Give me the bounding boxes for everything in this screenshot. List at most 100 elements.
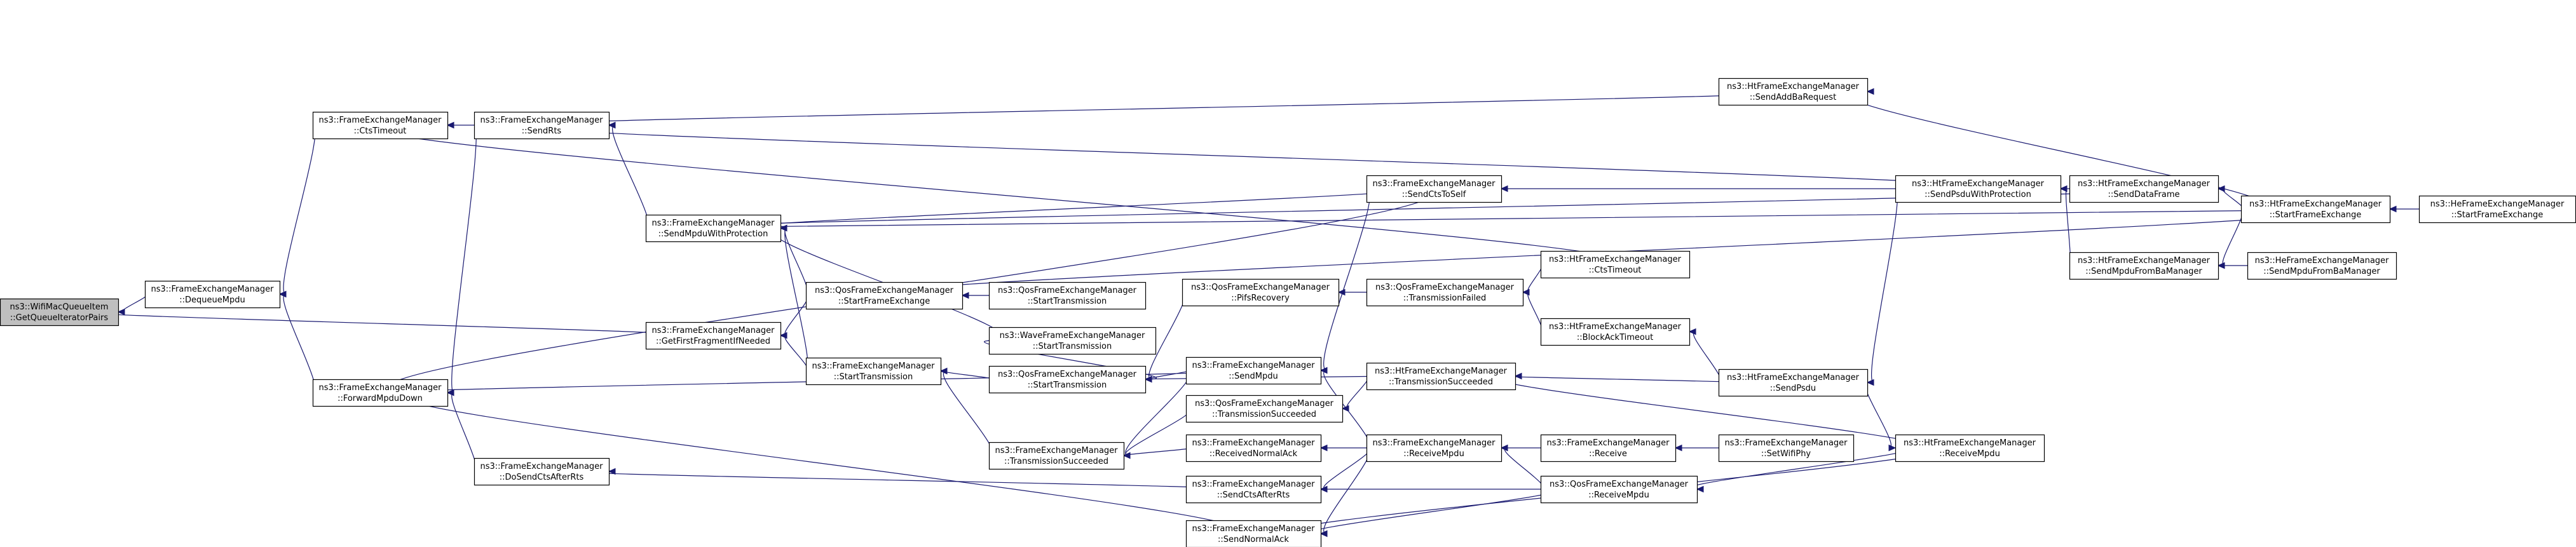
node-class-label: ns3::QosFrameExchangeManager <box>998 286 1137 295</box>
node-box <box>1895 434 2045 463</box>
edge-line <box>451 125 477 393</box>
node-htSendPsdu[interactable]: ns3::HtFrameExchangeManager::SendPsdu <box>1718 368 1869 397</box>
edge-line <box>1865 382 1891 449</box>
node-root[interactable]: ns3::WifiMacQueueItem::GetQueueIteratorP… <box>0 298 119 327</box>
edge-line <box>1125 447 1191 456</box>
node-class-label: ns3::QosFrameExchangeManager <box>815 286 954 295</box>
edge-line <box>784 227 808 372</box>
node-sendCtsToSelf[interactable]: ns3::FrameExchangeManager::SendCtsToSelf <box>1366 175 1503 203</box>
edge-htSendMpduBa-to-htSendPsduProt <box>2059 185 2071 266</box>
node-waveStartTrans[interactable]: ns3::WaveFrameExchangeManager::StartTran… <box>988 327 1157 355</box>
edge-htSendPsdu-to-htRecvMpdu <box>1865 382 1897 452</box>
node-box <box>805 357 942 386</box>
edge-line <box>451 392 477 472</box>
edge-arrowhead <box>608 468 616 475</box>
node-box <box>645 321 782 350</box>
node-class-label: ns3::FrameExchangeManager <box>1192 361 1315 370</box>
edge-line <box>2222 188 2244 210</box>
node-sendMpduProt[interactable]: ns3::FrameExchangeManager::SendMpduWithP… <box>645 214 782 243</box>
edge-feRecvMpdu-to-recvNormalAck <box>1319 444 1370 452</box>
node-class-label: ns3::FrameExchangeManager <box>1372 438 1496 448</box>
edge-arrowhead <box>1319 530 1328 537</box>
node-class-label: ns3::FrameExchangeManager <box>318 383 442 393</box>
node-pifs[interactable]: ns3::QosFrameExchangeManager::PifsRecove… <box>1182 278 1340 307</box>
node-box <box>1366 362 1516 391</box>
node-class-label: ns3::HtFrameExchangeManager <box>1727 82 1860 91</box>
node-qosStartTrans[interactable]: ns3::QosFrameExchangeManager::StartTrans… <box>988 281 1147 310</box>
node-getFirstFrag[interactable]: ns3::FrameExchangeManager::GetFirstFragm… <box>645 321 782 350</box>
node-htSendPsduProt[interactable]: ns3::HtFrameExchangeManager::SendPsduWit… <box>1895 175 2062 203</box>
node-htStartFE[interactable]: ns3::HtFrameExchangeManager::StartFrameE… <box>2240 195 2391 224</box>
node-htTransSucc[interactable]: ns3::HtFrameExchangeManager::Transmissio… <box>1366 362 1516 391</box>
node-class-label: ns3::FrameExchangeManager <box>480 462 603 471</box>
edge-htSendAddBa-to-sendRts <box>538 91 1796 129</box>
node-feTransSucc[interactable]: ns3::FrameExchangeManager::TransmissionS… <box>988 442 1125 470</box>
node-htCtsTimeout[interactable]: ns3::HtFrameExchangeManager::CtsTimeout <box>1540 250 1691 279</box>
node-sendNormalAck[interactable]: ns3::FrameExchangeManager::SendNormalAck <box>1185 520 1322 547</box>
node-method-label: ::SendDataFrame <box>2108 190 2179 199</box>
edge-htSendPsdu-to-htTransSucc <box>1506 372 1734 383</box>
node-heSendMpduBa[interactable]: ns3::HeFrameExchangeManager::SendMpduFro… <box>2247 252 2397 280</box>
node-dequeue[interactable]: ns3::FrameExchangeManager::DequeueMpdu <box>144 280 281 309</box>
node-sendMpdu[interactable]: ns3::FrameExchangeManager::SendMpdu <box>1185 356 1322 385</box>
node-method-label: ::SendMpduFromBaManager <box>2263 267 2380 276</box>
node-box <box>1185 356 1322 385</box>
node-method-label: ::StartFrameExchange <box>838 297 930 306</box>
node-class-label: ns3::FrameExchangeManager <box>1192 480 1315 489</box>
node-class-label: ns3::HtFrameExchangeManager <box>1912 179 2045 189</box>
node-doSendCts[interactable]: ns3::FrameExchangeManager::DoSendCtsAfte… <box>474 457 610 486</box>
node-feRecvMpdu[interactable]: ns3::FrameExchangeManager::ReceiveMpdu <box>1366 434 1503 463</box>
edge-htSendPsduProt-to-sendRts <box>525 121 1986 189</box>
node-method-label: ::Receive <box>1589 449 1627 459</box>
edge-line <box>122 294 147 313</box>
node-box <box>474 457 610 486</box>
node-htSendMpduBa[interactable]: ns3::HtFrameExchangeManager::SendMpduFro… <box>2069 252 2219 280</box>
edge-line <box>538 91 1796 126</box>
node-feStartTrans[interactable]: ns3::FrameExchangeManager::StartTransmis… <box>805 357 942 386</box>
edge-htStartFE-to-sendMpduProt <box>685 208 2343 232</box>
node-box <box>1540 434 1677 463</box>
node-htBlockAck[interactable]: ns3::HtFrameExchangeManager::BlockAckTim… <box>1540 318 1691 346</box>
node-class-label: ns3::HtFrameExchangeManager <box>1549 255 1682 264</box>
node-forwardMpdu[interactable]: ns3::FrameExchangeManager::ForwardMpduDo… <box>312 379 449 407</box>
node-sendCtsAfterRts[interactable]: ns3::FrameExchangeManager::SendCtsAfterR… <box>1185 475 1322 504</box>
node-qosStartTrans2[interactable]: ns3::QosFrameExchangeManager::StartTrans… <box>988 365 1147 394</box>
node-box <box>1185 434 1322 463</box>
node-qosRecvMpdu[interactable]: ns3::QosFrameExchangeManager::ReceiveMpd… <box>1540 475 1698 504</box>
node-class-label: ns3::FrameExchangeManager <box>1372 179 1496 189</box>
edge-arrowhead <box>1341 405 1349 412</box>
node-box <box>1718 434 1855 463</box>
edge-htTransSucc-to-qosTransSucc <box>1341 375 1369 412</box>
node-feSetWifiPhy[interactable]: ns3::FrameExchangeManager::SetWifiPhy <box>1718 434 1855 463</box>
node-sendRts[interactable]: ns3::FrameExchangeManager::SendRts <box>474 111 610 140</box>
node-ctsTimeout[interactable]: ns3::FrameExchangeManager::CtsTimeout <box>312 111 449 140</box>
node-htSendAddBa[interactable]: ns3::HtFrameExchangeManager::SendAddBaRe… <box>1718 78 1869 106</box>
node-feReceive[interactable]: ns3::FrameExchangeManager::Receive <box>1540 434 1677 463</box>
node-box <box>988 442 1125 470</box>
node-qosTransFailed[interactable]: ns3::QosFrameExchangeManager::Transmissi… <box>1366 278 1524 307</box>
node-box <box>1540 318 1691 346</box>
node-qosTransSucc[interactable]: ns3::QosFrameExchangeManager::Transmissi… <box>1185 395 1344 423</box>
node-box <box>2069 175 2219 203</box>
node-class-label: ns3::HtFrameExchangeManager <box>1904 438 2036 448</box>
node-box <box>1540 475 1698 504</box>
edge-arrowhead <box>2217 262 2225 269</box>
edge-arrowhead <box>1144 375 1152 383</box>
node-htRecvMpdu[interactable]: ns3::HtFrameExchangeManager::ReceiveMpdu <box>1895 434 2045 463</box>
edge-line <box>943 370 993 456</box>
graph-nodes: ns3::WifiMacQueueItem::GetQueueIteratorP… <box>0 78 2576 547</box>
node-box <box>1185 520 1322 547</box>
node-method-label: ::TransmissionSucceeded <box>1212 410 1316 419</box>
edge-sendCtsAfterRts-to-doSendCts <box>575 468 1227 490</box>
node-htSendData[interactable]: ns3::HtFrameExchangeManager::SendDataFra… <box>2069 175 2219 203</box>
node-recvNormalAck[interactable]: ns3::FrameExchangeManager::ReceivedNorma… <box>1185 434 1322 463</box>
node-heStartFE[interactable]: ns3::HeFrameExchangeManager::StartFrameE… <box>2418 195 2576 224</box>
edge-recvNormalAck-to-feTransSucc <box>1122 447 1191 459</box>
edge-line <box>612 125 649 229</box>
node-method-label: ::StartTransmission <box>1028 297 1107 306</box>
node-method-label: ::ForwardMpduDown <box>337 394 423 403</box>
node-box <box>312 379 449 407</box>
edge-htBlockAck-to-qosTransFailed <box>1522 288 1543 332</box>
edge-arrowhead <box>608 121 616 129</box>
node-qosStartFE[interactable]: ns3::QosFrameExchangeManager::StartFrame… <box>805 281 964 310</box>
